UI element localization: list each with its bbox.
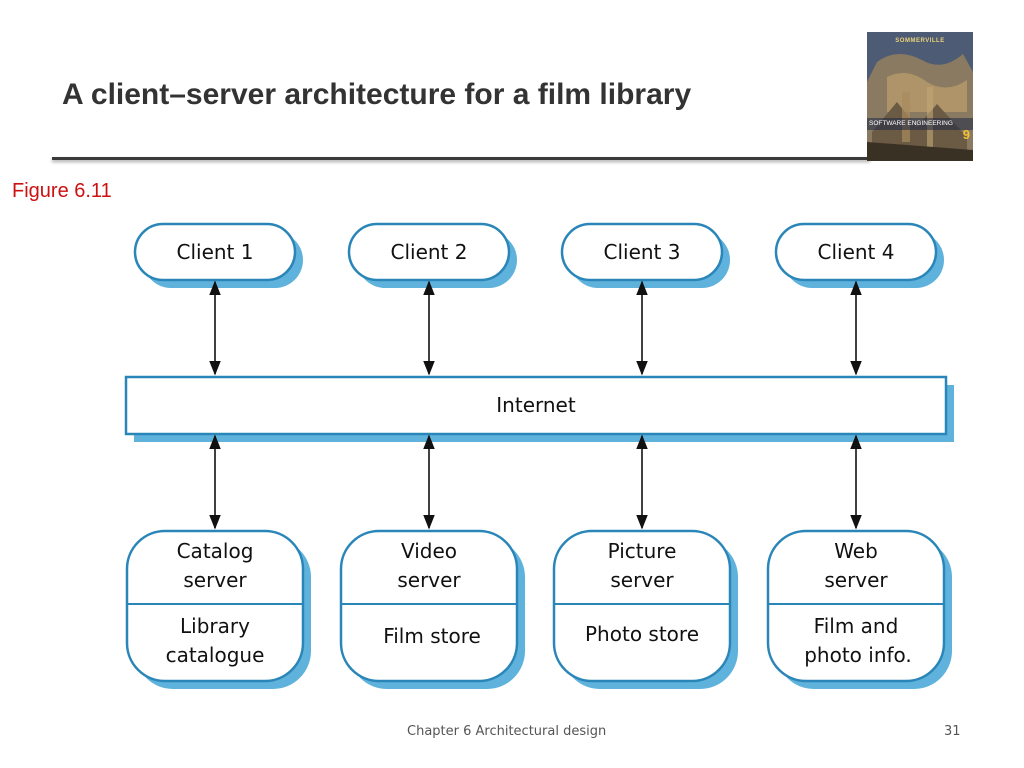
client-4-label: Client 4 [818,240,895,264]
book-cover-art [867,32,973,161]
picture-server-node: Picture server Photo store [552,529,738,689]
client-1-box [133,222,297,282]
video-server-box [339,529,519,683]
page-number: 31 [944,724,961,739]
picture-store-line-1: Photo store [585,622,699,646]
catalog-server-box [125,529,305,683]
book-cover-image: SOMMERVILLE SOFTWARE ENGINEERING 9 [867,32,973,161]
web-store-line-2: photo info. [804,643,912,667]
catalog-store-line-1: Library [180,614,250,638]
web-store-line-1: Film and [814,614,899,638]
client-2-node: Client 2 [347,222,517,288]
web-server-name-line-1: Web [834,539,878,563]
slide-title: A client–server architecture for a film … [62,78,692,111]
client-1-label: Client 1 [177,240,254,264]
client-2-box [347,222,511,282]
web-server-name-line-2: server [824,568,888,592]
web-server-box [766,529,946,683]
picture-server-name-line-1: Picture [608,539,677,563]
catalog-server-node: Catalog server Library catalogue [125,529,311,689]
client-3-box [560,222,724,282]
catalog-store-line-2: catalogue [166,643,265,667]
web-server-node: Web server Film and photo info. [766,529,952,689]
client-4-box [774,222,938,282]
client-2-label: Client 2 [391,240,468,264]
book-cover-author: SOMMERVILLE [895,38,945,44]
title-divider [52,157,870,160]
client-3-node: Client 3 [560,222,730,288]
internet-box [124,375,948,436]
client-4-node: Client 4 [774,222,944,288]
internet-label: Internet [496,393,576,417]
picture-server-box [552,529,732,683]
client-3-label: Client 3 [604,240,681,264]
figure-label: Figure 6.11 [12,180,112,202]
catalog-server-name-line-2: server [183,568,247,592]
client-1-node: Client 1 [133,222,303,288]
book-cover-edition: 9 [962,127,970,142]
slide-footer: Chapter 6 Architectural design [407,724,607,739]
catalog-server-name-line-1: Catalog [177,539,254,563]
video-store-line-1: Film store [383,624,481,648]
book-cover-title: SOFTWARE ENGINEERING [869,120,953,127]
internet-node: Internet [124,375,954,442]
video-server-name-line-2: server [397,568,461,592]
video-server-node: Video server Film store [339,529,525,689]
video-server-name-line-1: Video [401,539,457,563]
picture-server-name-line-2: server [610,568,674,592]
book-cover-band [867,118,973,130]
